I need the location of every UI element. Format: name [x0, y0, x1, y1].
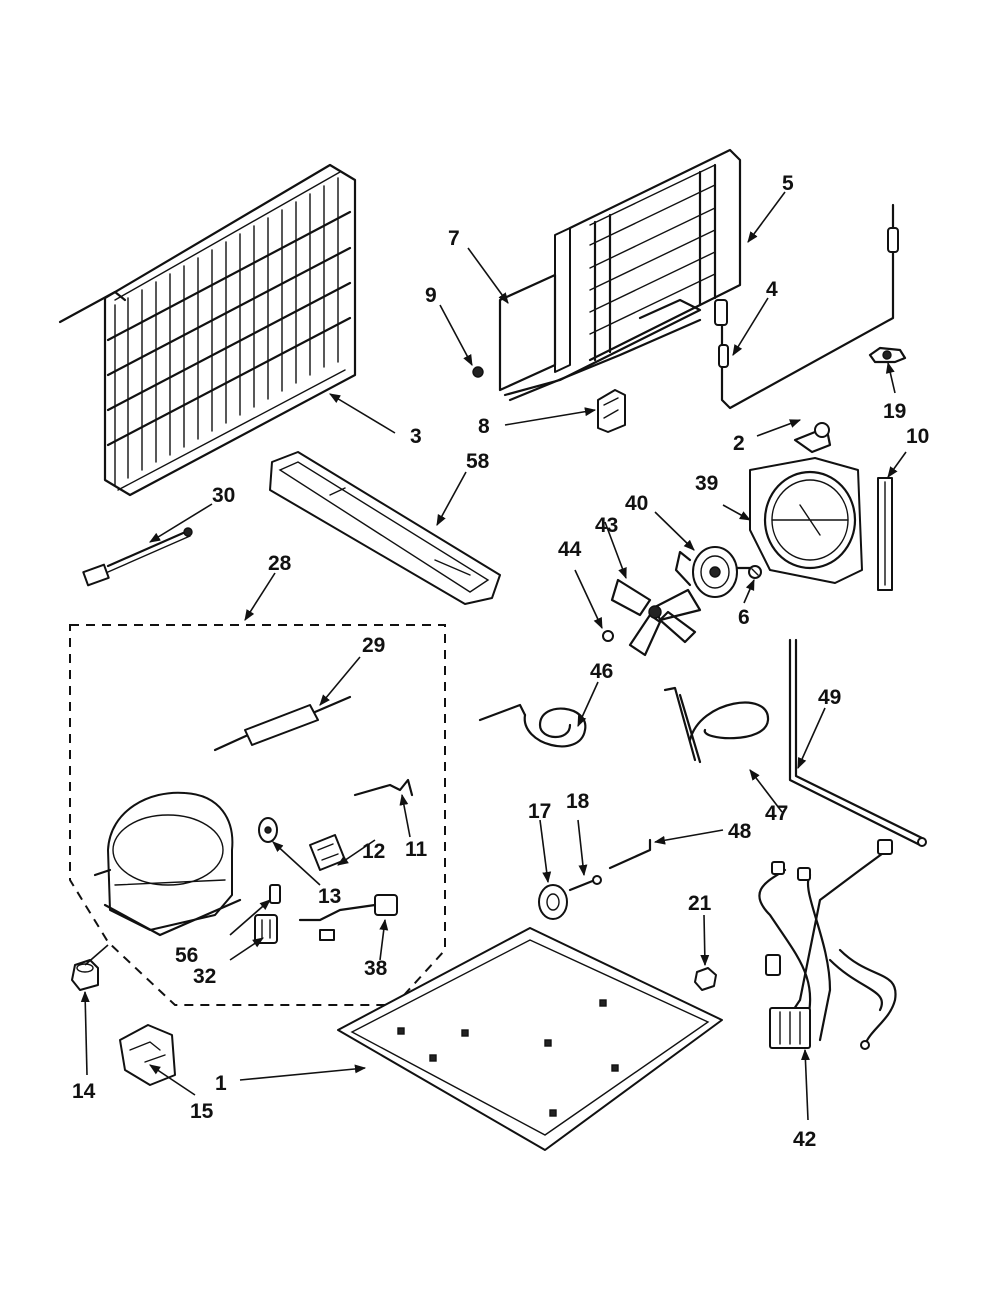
- callout-39: 39: [695, 472, 718, 495]
- condenser-coil: [58, 163, 357, 497]
- callout-7: 7: [448, 227, 460, 250]
- callout-8: 8: [478, 415, 490, 438]
- callout-4: 4: [766, 278, 778, 301]
- screw-18: [568, 875, 602, 892]
- clip-19: [868, 346, 907, 364]
- defrost-thermostat-wire: [714, 203, 899, 410]
- callout-3: 3: [410, 425, 422, 448]
- pin-48: [608, 838, 652, 870]
- nut-21: [694, 967, 717, 991]
- callout-42: 42: [793, 1128, 816, 1151]
- callout-10: 10: [906, 425, 929, 448]
- drain-trough: [269, 451, 501, 605]
- strip-10: [877, 477, 893, 591]
- callout-17: 17: [528, 800, 551, 823]
- overload-protector: [258, 817, 278, 843]
- callout-48: 48: [728, 820, 752, 843]
- fan-shroud: [749, 457, 863, 584]
- compressor: [93, 791, 242, 937]
- wire-harness-30: [82, 527, 193, 587]
- tube-49: [788, 638, 927, 847]
- callout-49: 49: [818, 686, 841, 709]
- callout-18: 18: [566, 790, 590, 813]
- compressor-kit-boundary: [69, 624, 446, 1006]
- callout-28: 28: [268, 552, 292, 575]
- callout-21: 21: [688, 892, 712, 915]
- screw-6: [748, 565, 762, 579]
- callout-56: 56: [175, 944, 198, 967]
- callout-46: 46: [590, 660, 613, 683]
- callout-58: 58: [466, 450, 490, 473]
- callout-13: 13: [318, 885, 341, 908]
- grommet-2: [793, 422, 832, 454]
- wire-harness-42: [758, 839, 897, 1050]
- callout-labels: 3 5 7 9 4 8 2 19 10 58 39 30 40 43 44 6 …: [72, 172, 929, 1151]
- callout-2: 2: [733, 432, 745, 455]
- callout-38: 38: [364, 957, 388, 980]
- callout-29: 29: [362, 634, 385, 657]
- callout-1: 1: [215, 1072, 227, 1095]
- screw-56: [269, 884, 281, 904]
- callout-19: 19: [883, 400, 906, 423]
- callout-12: 12: [362, 840, 385, 863]
- callout-43: 43: [595, 514, 618, 537]
- bracket-15: [119, 1024, 176, 1086]
- fan-motor: [674, 546, 754, 598]
- evaporator-heater-assembly: [472, 148, 742, 402]
- bracket-8: [597, 389, 626, 433]
- callout-30: 30: [212, 484, 235, 507]
- callout-15: 15: [190, 1100, 214, 1123]
- drier-filter: [213, 695, 352, 752]
- callout-14: 14: [72, 1080, 96, 1103]
- leader-lines: [80, 191, 907, 1121]
- callout-40: 40: [625, 492, 648, 515]
- callout-32: 32: [193, 965, 216, 988]
- callout-9: 9: [425, 284, 437, 307]
- fan-blade: [610, 578, 702, 657]
- callout-11: 11: [405, 838, 428, 861]
- tube-47: [663, 686, 770, 764]
- callout-5: 5: [782, 172, 794, 195]
- condensate-tube-46: [478, 703, 587, 748]
- base-plate: [337, 927, 723, 1151]
- callout-47: 47: [765, 802, 788, 825]
- callout-6: 6: [738, 606, 750, 629]
- retainer-44: [602, 630, 614, 642]
- roller-17: [538, 884, 568, 920]
- power-cord-38: [298, 894, 398, 941]
- wire-clip-11: [353, 778, 414, 797]
- capacitor-32: [254, 914, 278, 944]
- callout-44: 44: [558, 538, 582, 561]
